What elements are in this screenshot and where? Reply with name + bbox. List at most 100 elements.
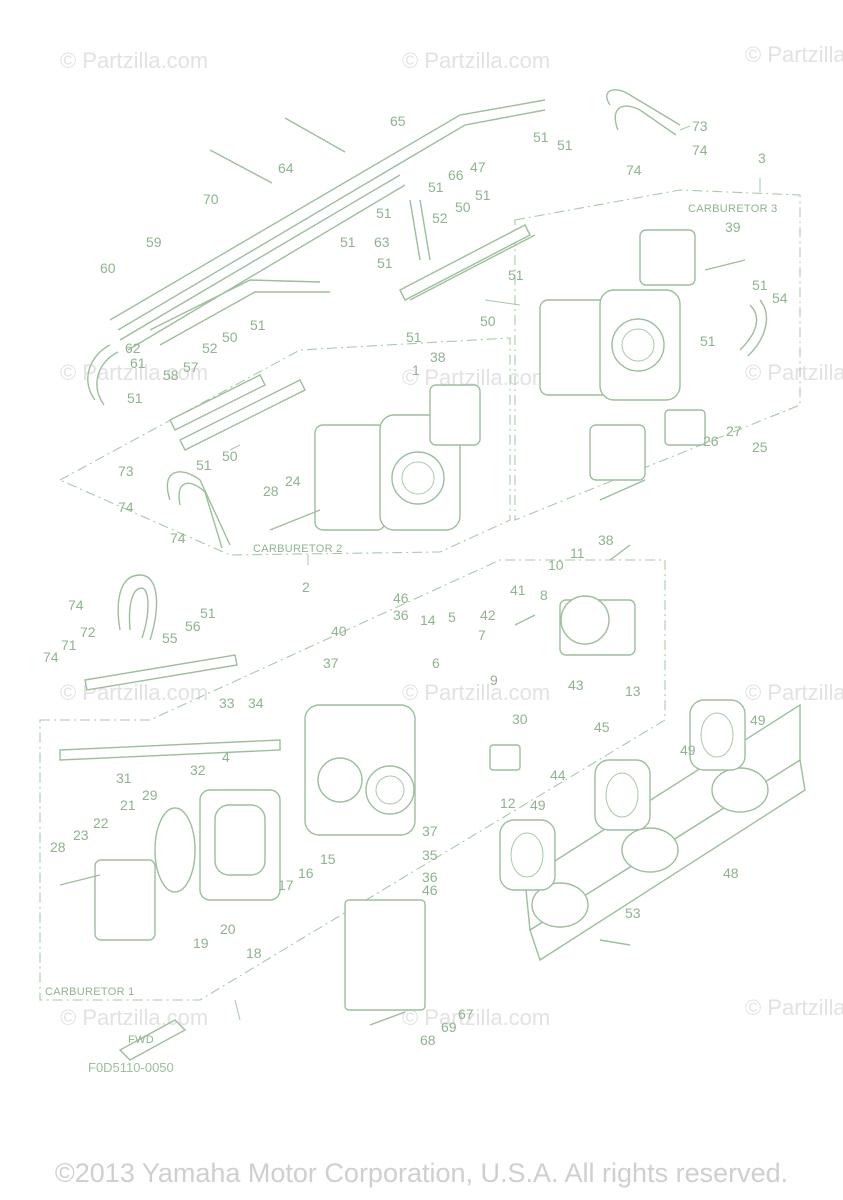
callout: 54: [772, 290, 788, 306]
callout: 74: [170, 530, 186, 546]
carburetor-1: [94, 595, 636, 1011]
hose-73-low-edge: [128, 587, 149, 639]
callout: 39: [725, 219, 741, 235]
callout: 25: [752, 439, 768, 455]
shaft-31: [59, 739, 281, 761]
gasket-12: [489, 744, 521, 771]
screw-41: [514, 614, 536, 626]
hose-62: [87, 344, 111, 401]
hose-57: [159, 291, 330, 346]
carburetor-3-frame: [514, 189, 801, 521]
callout: 46: [422, 882, 438, 898]
callout: 8: [540, 587, 548, 603]
fwd-label: FWD: [128, 1034, 154, 1046]
callout: 13: [625, 683, 641, 699]
callout: 20: [220, 921, 236, 937]
callout: 3: [758, 150, 766, 166]
callout: 45: [594, 719, 610, 735]
bolt-39: [704, 259, 746, 271]
watermark: © Partzilla.com: [402, 48, 550, 73]
callout: 48: [723, 865, 739, 881]
pipe-52-left: [169, 374, 266, 431]
carburetor-2: [314, 384, 481, 531]
callout: 29: [142, 787, 158, 803]
callout: 32: [190, 762, 206, 778]
watermark: © Partzilla.com: [745, 42, 843, 67]
intake-manifold: [499, 699, 806, 962]
callout: 40: [331, 623, 347, 639]
callout: 51: [196, 457, 212, 473]
callout: 49: [530, 797, 546, 813]
hose-73-top-edge: [614, 105, 677, 136]
callout: 51: [200, 605, 216, 621]
hose-63: [409, 199, 421, 261]
hose-73-top: [606, 89, 681, 126]
callout: 73: [118, 463, 134, 479]
callout: 14: [420, 612, 436, 628]
callout: 51: [377, 255, 393, 271]
callout: 74: [626, 162, 642, 178]
rod-70: [209, 149, 273, 184]
carb1-cover-23: [94, 859, 156, 941]
callout: 51: [428, 179, 444, 195]
callout: 38: [430, 349, 446, 365]
leader-lines: [229, 125, 761, 1021]
gasket-49-b: [594, 759, 651, 831]
hose-73-low: [117, 574, 158, 641]
callout: 42: [480, 607, 496, 623]
callout: 27: [726, 423, 742, 439]
bolt-68: [369, 1011, 406, 1026]
screw-38: [609, 544, 631, 561]
callout: 47: [470, 159, 486, 175]
callout: 35: [422, 847, 438, 863]
callout: 74: [43, 649, 59, 665]
callout: 18: [246, 945, 262, 961]
callout: 67: [458, 1006, 474, 1022]
callout: 2: [302, 579, 310, 595]
carb2-gasket-38: [429, 384, 481, 446]
callout: 55: [162, 630, 178, 646]
callout: 12: [500, 795, 516, 811]
hose-54: [739, 304, 758, 351]
callout: 51: [557, 137, 573, 153]
callout: 50: [480, 313, 496, 329]
carb1-throat-a: [317, 757, 363, 803]
bolts: [59, 259, 746, 1026]
callout: 36: [393, 607, 409, 623]
callout: 51: [475, 187, 491, 203]
callout: 51: [340, 234, 356, 250]
callout: 26: [703, 433, 719, 449]
callout: 30: [512, 711, 528, 727]
rod-64: [284, 117, 346, 153]
callout: 21: [120, 797, 136, 813]
callout: 52: [432, 210, 448, 226]
callout: 71: [61, 637, 77, 653]
callout: 64: [278, 160, 294, 176]
callout: 38: [598, 532, 614, 548]
fwd-arrow: FWD: [118, 1019, 187, 1061]
callout: 63: [374, 234, 390, 250]
callout: 51: [250, 317, 266, 333]
callout: 37: [323, 655, 339, 671]
callout: 6: [432, 655, 440, 671]
figure-code: F0D5110-0050: [88, 1060, 174, 1075]
bolt-28-carb2: [269, 509, 321, 531]
carb2-float-bowl: [314, 424, 386, 531]
callout: 34: [248, 695, 264, 711]
callout: 66: [448, 167, 464, 183]
callout: 60: [100, 260, 116, 276]
hose-63-edge: [419, 199, 431, 261]
callout: 44: [550, 767, 566, 783]
hose-73-mid-edge: [178, 482, 223, 549]
callout: 15: [320, 851, 336, 867]
callout: 69: [441, 1019, 457, 1035]
watermark: © Partzilla.com: [402, 1005, 550, 1030]
callout: 28: [50, 839, 66, 855]
watermark: © Partzilla.com: [745, 995, 843, 1020]
section-frames: [39, 189, 801, 1001]
callout: 70: [203, 191, 219, 207]
gasket-29: [154, 807, 196, 893]
vent-hose-60-edge: [117, 109, 546, 331]
